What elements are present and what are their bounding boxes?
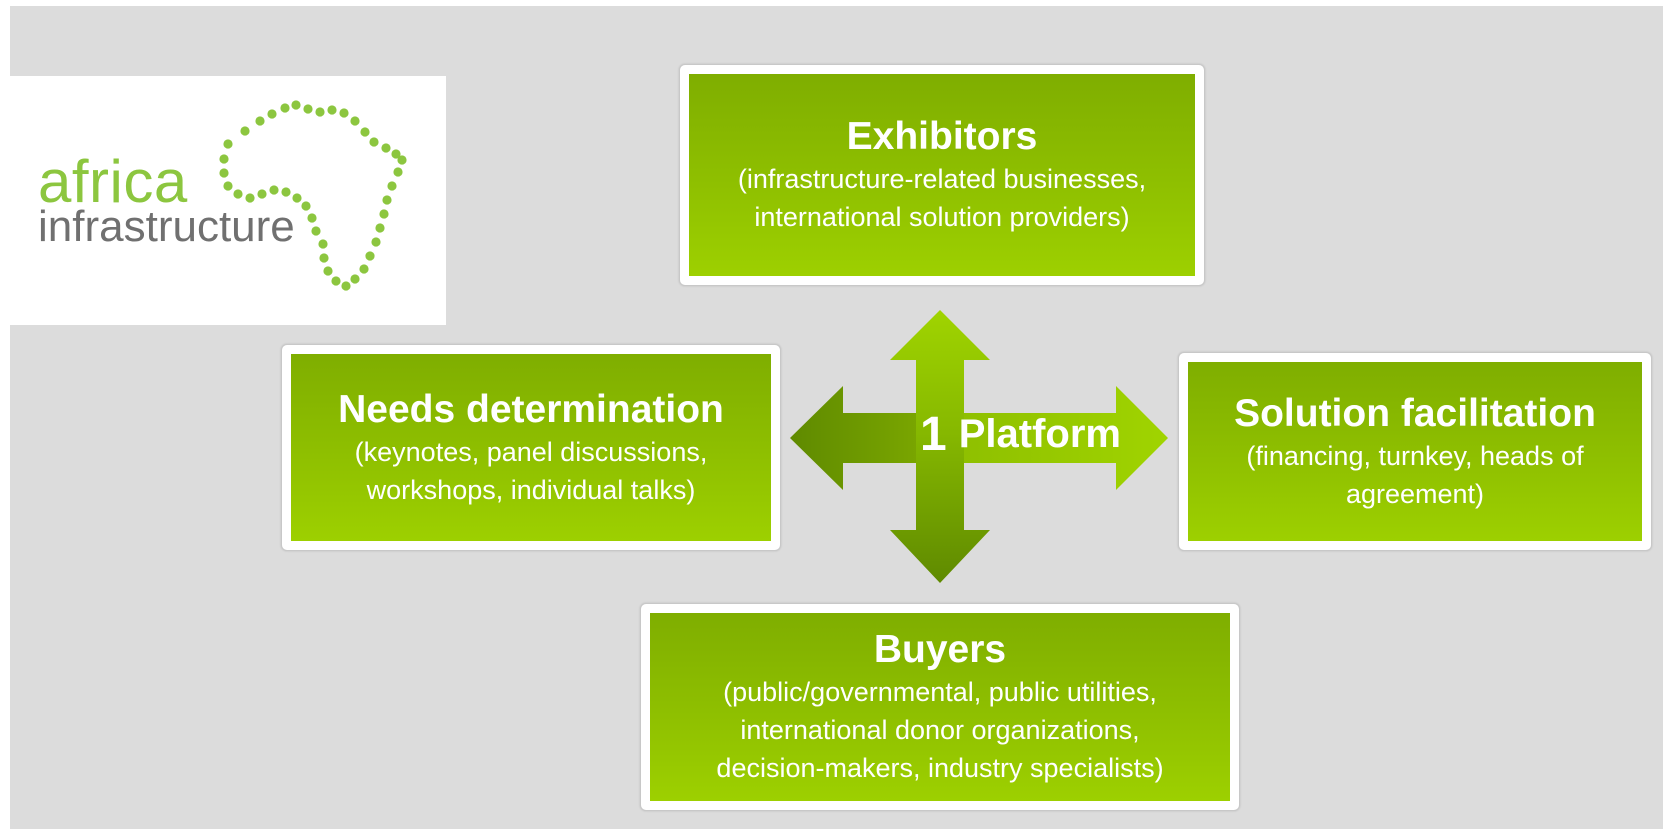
node-needs-determination-fill: Needs determination (keynotes, panel dis… bbox=[291, 354, 771, 541]
node-desc-line: decision-makers, industry specialists) bbox=[716, 753, 1164, 783]
logo-dot bbox=[318, 239, 328, 249]
node-desc-line: (financing, turnkey, heads of bbox=[1246, 440, 1584, 471]
node-buyers-fill: Buyers (public/governmental, public util… bbox=[650, 613, 1230, 801]
logo-dot bbox=[350, 116, 360, 126]
logo-dot bbox=[267, 109, 277, 119]
node-exhibitors-fill: Exhibitors (infrastructure-related busin… bbox=[689, 74, 1195, 276]
logo-dot bbox=[323, 266, 333, 276]
logo-dot bbox=[315, 107, 325, 117]
node-title: Needs determination bbox=[338, 387, 724, 431]
logo-dot bbox=[371, 237, 381, 247]
logo-dot bbox=[327, 105, 337, 115]
node-desc-line: workshops, individual talks) bbox=[366, 474, 696, 505]
logo-dot bbox=[292, 193, 302, 203]
logo-word-infrastructure: infrastructure bbox=[38, 202, 295, 251]
logo-dot bbox=[339, 108, 349, 118]
logo-dot bbox=[219, 168, 229, 178]
logo-dot bbox=[303, 104, 313, 114]
arrow-vertical bbox=[890, 310, 990, 583]
logo-dot bbox=[382, 195, 392, 205]
logo-dot bbox=[280, 103, 290, 113]
center-platform-label: 1 Platform bbox=[920, 404, 1140, 464]
arrow-right bbox=[964, 386, 1168, 490]
logo-dot bbox=[255, 116, 265, 126]
node-solution-facilitation: Solution facilitation (financing, turnke… bbox=[1178, 352, 1652, 551]
logo-dot bbox=[269, 185, 279, 195]
logo-dot bbox=[233, 189, 243, 199]
logo-dot bbox=[393, 167, 403, 177]
logo-dot bbox=[301, 201, 311, 211]
node-solution-facilitation-fill: Solution facilitation (financing, turnke… bbox=[1188, 362, 1642, 541]
logo-dot bbox=[281, 187, 291, 197]
logo-dot bbox=[291, 100, 301, 110]
node-needs-determination: Needs determination (keynotes, panel dis… bbox=[281, 344, 781, 551]
node-desc-line: (keynotes, panel discussions, bbox=[354, 436, 708, 467]
logo-dot bbox=[387, 181, 397, 191]
logo-dot bbox=[311, 226, 321, 236]
africa-map-dots-icon bbox=[219, 100, 407, 291]
node-title: Buyers bbox=[873, 628, 1007, 671]
node-title: Exhibitors bbox=[846, 115, 1038, 158]
logo-dot bbox=[219, 154, 229, 164]
logo-dot bbox=[307, 213, 317, 223]
logo-dot bbox=[240, 126, 250, 136]
logo-dot bbox=[391, 149, 401, 159]
logo-dot bbox=[341, 281, 351, 291]
node-desc-line: international solution providers) bbox=[754, 202, 1130, 232]
logo-dot bbox=[257, 189, 267, 199]
node-exhibitors: Exhibitors (infrastructure-related busin… bbox=[679, 64, 1205, 286]
logo-dot bbox=[381, 143, 391, 153]
logo-dot bbox=[360, 127, 370, 137]
node-desc-line: (infrastructure-related businesses, bbox=[737, 164, 1147, 194]
arrow-left bbox=[790, 386, 920, 490]
logo-dot bbox=[223, 181, 233, 191]
logo-dot bbox=[369, 137, 379, 147]
logo-dot bbox=[397, 155, 407, 165]
logo-dot bbox=[379, 209, 389, 219]
logo-dot bbox=[375, 223, 385, 233]
center-number: 1 bbox=[920, 407, 947, 461]
node-desc-line: agreement) bbox=[1345, 478, 1485, 509]
logo-dot bbox=[359, 264, 369, 274]
logo-dot bbox=[245, 193, 255, 203]
node-buyers: Buyers (public/governmental, public util… bbox=[640, 603, 1240, 811]
logo-word-africa: africa bbox=[38, 148, 188, 215]
logo-dot bbox=[223, 139, 233, 149]
logo-dot bbox=[350, 274, 360, 284]
logo-dot bbox=[365, 251, 375, 261]
node-title: Solution facilitation bbox=[1234, 391, 1596, 435]
africa-infrastructure-logo: africa infrastructure bbox=[10, 76, 446, 325]
logo-dot bbox=[319, 253, 329, 263]
logo-dot bbox=[331, 276, 341, 286]
node-desc-line: (public/governmental, public utilities, bbox=[723, 677, 1157, 707]
center-word: Platform bbox=[958, 411, 1121, 456]
node-desc-line: international donor organizations, bbox=[740, 715, 1140, 745]
